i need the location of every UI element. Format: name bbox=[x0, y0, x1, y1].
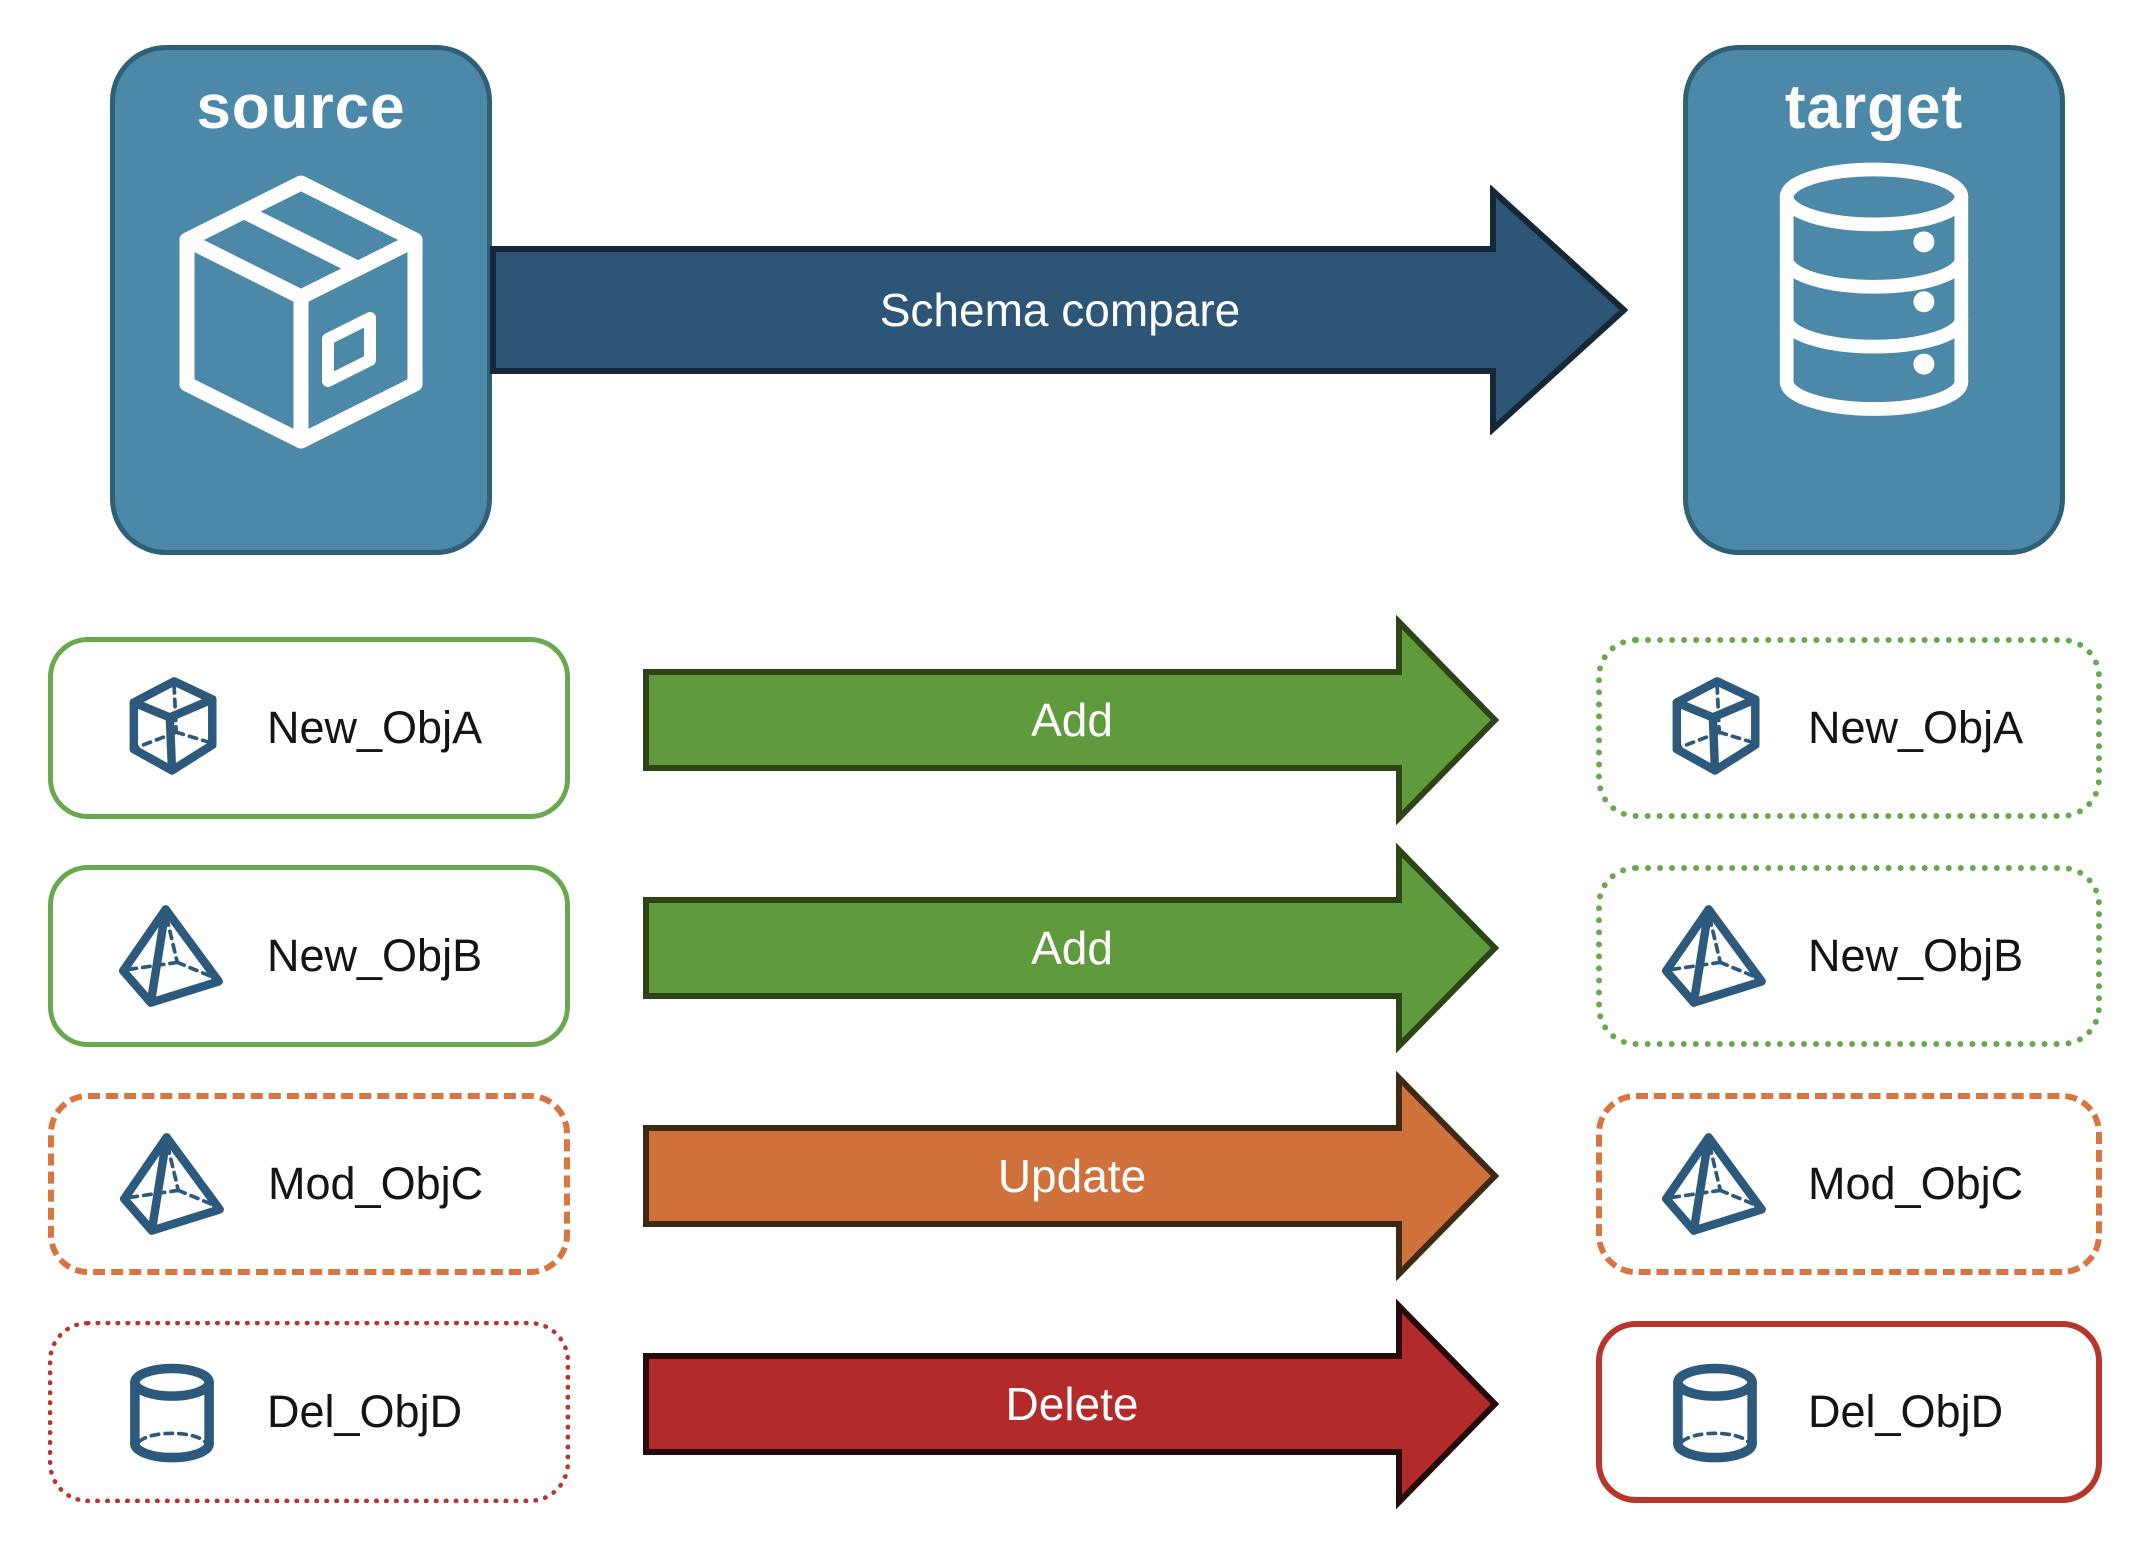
source-object-new-obja: New_ObjA bbox=[48, 637, 570, 819]
object-label: Mod_ObjC bbox=[268, 1158, 484, 1209]
source-object-mod-objc: Mod_ObjC bbox=[48, 1093, 570, 1275]
target-object-mod-objc: Mod_ObjC bbox=[1596, 1093, 2102, 1275]
object-label: New_ObjB bbox=[1808, 930, 2024, 981]
update-arrow bbox=[643, 1071, 1500, 1281]
pyramid-icon bbox=[120, 1131, 226, 1237]
package-icon bbox=[151, 149, 451, 469]
target-object-new-obja: New_ObjA bbox=[1596, 637, 2102, 819]
object-label: New_ObjA bbox=[267, 702, 483, 753]
object-label: Del_ObjD bbox=[267, 1386, 463, 1437]
source-node-title: source bbox=[196, 73, 406, 142]
target-node: target bbox=[1683, 45, 2065, 555]
source-node: source bbox=[110, 45, 492, 555]
object-label: Mod_ObjC bbox=[1808, 1158, 2024, 1209]
object-label: New_ObjB bbox=[267, 930, 483, 981]
cylinder-icon bbox=[119, 1359, 225, 1465]
source-object-del-objd: Del_ObjD bbox=[48, 1321, 570, 1503]
schema-compare-arrow bbox=[490, 185, 1629, 435]
database-icon bbox=[1749, 157, 1999, 419]
object-label: New_ObjA bbox=[1808, 702, 2024, 753]
pyramid-icon bbox=[1662, 903, 1768, 1009]
delete-arrow bbox=[643, 1299, 1500, 1509]
add-arrow bbox=[643, 615, 1500, 825]
add-arrow bbox=[643, 843, 1500, 1053]
target-node-title: target bbox=[1784, 73, 1964, 142]
target-object-del-objd: Del_ObjD bbox=[1596, 1321, 2102, 1503]
cube-icon bbox=[1662, 675, 1768, 781]
target-object-new-objb: New_ObjB bbox=[1596, 865, 2102, 1047]
cylinder-icon bbox=[1662, 1359, 1768, 1465]
source-object-new-objb: New_ObjB bbox=[48, 865, 570, 1047]
object-label: Del_ObjD bbox=[1808, 1386, 2004, 1437]
pyramid-icon bbox=[119, 903, 225, 1009]
pyramid-icon bbox=[1662, 1131, 1768, 1237]
cube-icon bbox=[119, 675, 225, 781]
